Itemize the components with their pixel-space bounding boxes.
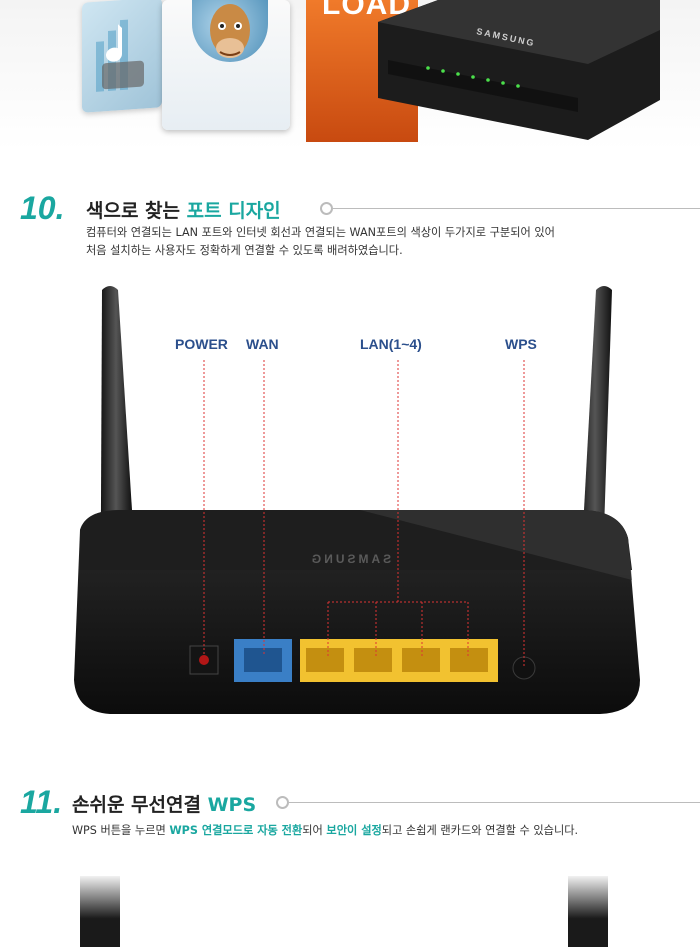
- section-10-number: 10.: [20, 190, 65, 226]
- router-front-image: SAMSUNG: [378, 0, 660, 140]
- section-10-title-highlight: 포트 디자인: [186, 200, 281, 222]
- section-10-desc-line1: 컴퓨터와 연결되는 LAN 포트와 인터넷 회선과 연결되는 WAN포트의 색상…: [86, 226, 555, 239]
- section-11-description: WPS 버튼을 누르면 WPS 연결모드로 자동 전환되어 보안이 설정되고 손…: [72, 822, 692, 840]
- router-back-image: SAMSUNG: [74, 286, 640, 714]
- guide-lines: [203, 360, 525, 668]
- load-text: LOAD: [322, 0, 411, 21]
- music-app-icon: [82, 0, 162, 113]
- lan-port-2: [354, 648, 392, 672]
- bottom-left-antenna: [80, 876, 120, 947]
- section-11-desc-part3: 되고 손쉽게 랜카드와 연결할 수 있습니다.: [381, 824, 579, 837]
- wan-label: WAN: [246, 336, 279, 352]
- section-11-title-plain: 손쉬운 무선연결: [72, 794, 208, 816]
- lan-port-4: [450, 648, 488, 672]
- lan-port-3: [402, 648, 440, 672]
- section-11-rule: [289, 802, 700, 803]
- section-10-title-plain: 색으로 찾는: [86, 200, 187, 222]
- section-10-desc-line2: 처음 설치하는 사용자도 정확하게 연결할 수 있도록 배려하였습니다.: [86, 244, 403, 257]
- lan-label: LAN(1~4): [360, 336, 422, 352]
- section-10-title: 색으로 찾는 포트 디자인: [86, 196, 281, 223]
- bottom-right-antenna: [568, 876, 608, 947]
- section-11-number: 11.: [20, 784, 63, 820]
- top-banner: LOAD SAMSUNG: [0, 0, 700, 150]
- section-10-rule: [333, 208, 700, 209]
- section-11-desc-highlight2: 보안이 설정: [326, 824, 382, 837]
- router-brand-mirrored: SAMSUNG: [309, 552, 391, 566]
- section-10-rule-bullet: [320, 202, 333, 215]
- section-10-description: 컴퓨터와 연결되는 LAN 포트와 인터넷 회선과 연결되는 WAN포트의 색상…: [86, 224, 686, 260]
- lan-port-1: [306, 648, 344, 672]
- mule-mascot-icon: [192, 0, 268, 62]
- wps-label: WPS: [505, 336, 537, 352]
- section-11-rule-bullet: [276, 796, 289, 809]
- section-11-desc-part2: 되어: [302, 824, 327, 837]
- power-label: POWER: [175, 336, 228, 352]
- section-11-desc-part1: WPS 버튼을 누르면: [72, 824, 170, 837]
- section-11-title-highlight: WPS: [207, 794, 257, 816]
- section-11-title: 손쉬운 무선연결 WPS: [72, 790, 256, 817]
- section-11-desc-highlight1: WPS 연결모드로 자동 전환: [169, 824, 303, 837]
